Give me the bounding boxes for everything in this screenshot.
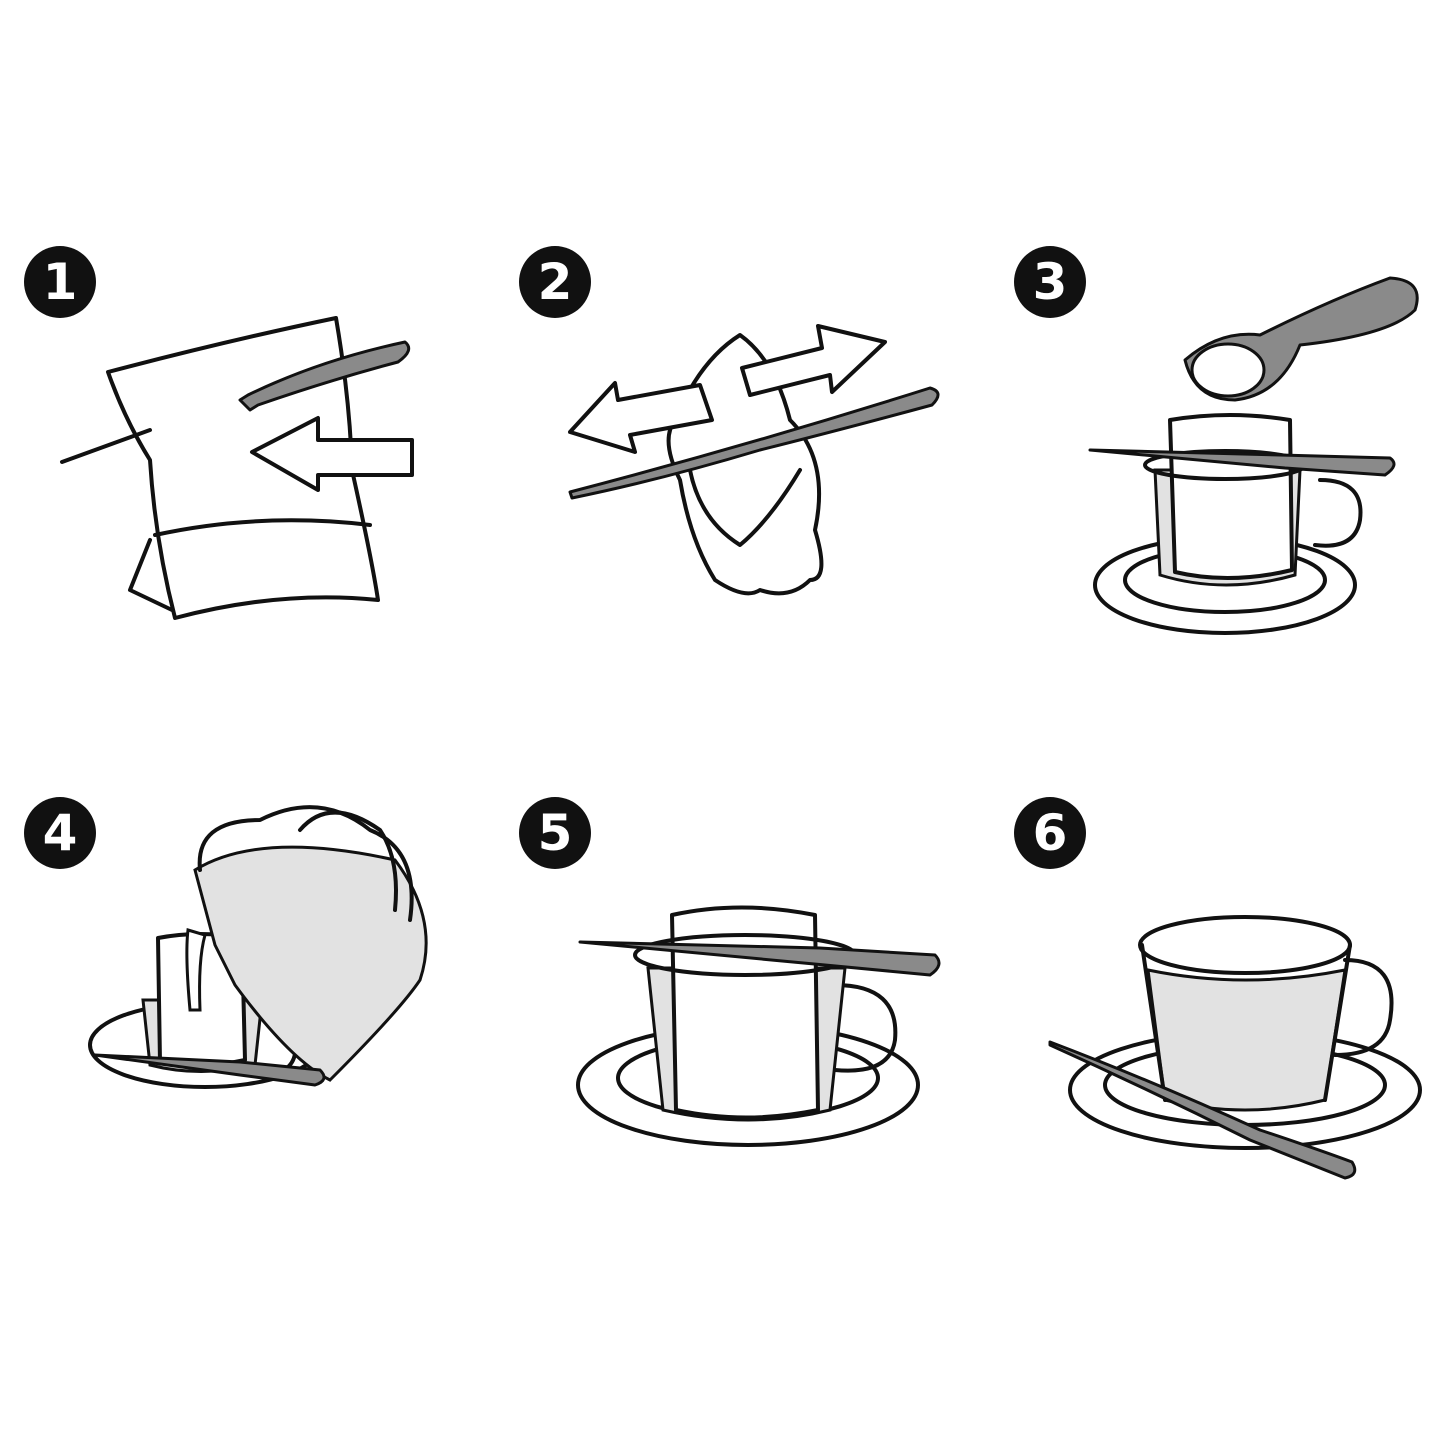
step-3-illustration [1088,276,1419,635]
step-2-illustration [568,324,940,596]
step-6-illustration [1048,915,1422,1180]
step-4-badge: 4 [24,797,96,869]
step-6-badge: 6 [1014,797,1086,869]
step-4-illustration [88,805,428,1089]
step-3-badge: 3 [1014,246,1086,318]
step-5-illustration [576,905,941,1147]
step-1-badge: 1 [24,246,96,318]
step-5-badge: 5 [519,797,591,869]
step-1-illustration [60,316,414,620]
step-2-badge: 2 [519,246,591,318]
